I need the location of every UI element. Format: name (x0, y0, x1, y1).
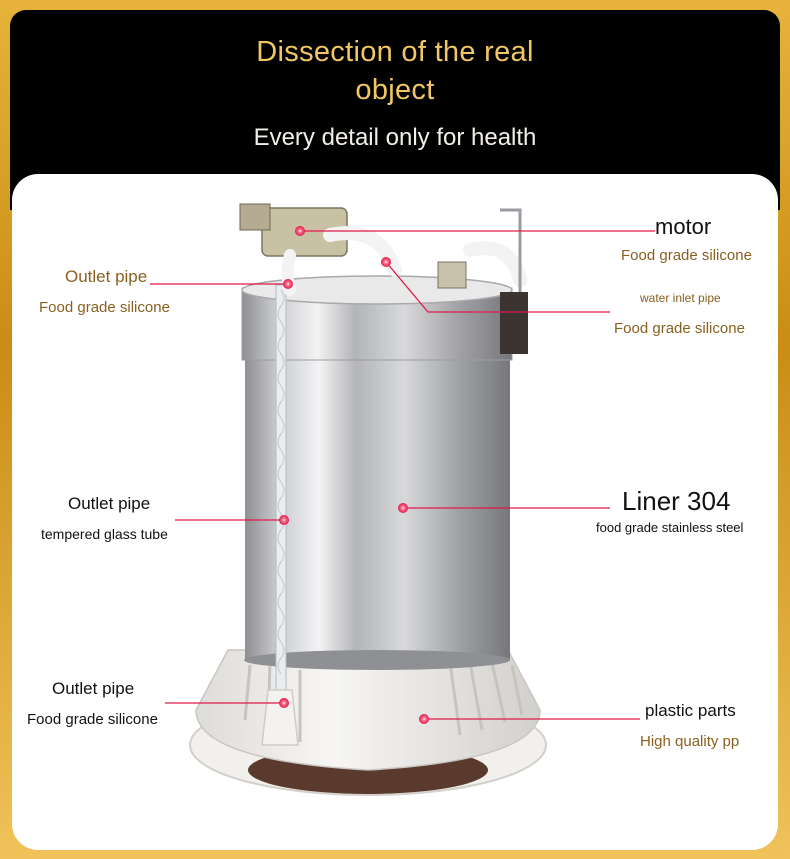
plastic-sublabel: High quality pp (640, 733, 740, 750)
pointer-dot-motor (295, 226, 305, 236)
outlet-top-label: Outlet pipe (65, 267, 148, 286)
silicone-hose-1 (323, 226, 402, 277)
plastic-label: plastic parts (645, 701, 736, 720)
water-inlet-label: water inlet pipe (640, 291, 721, 305)
water-inlet-sublabel: Food grade silicone (614, 320, 745, 337)
outlet-bottom-label: Outlet pipe (52, 679, 135, 698)
pointer-dot-glass-tube (279, 515, 289, 525)
glass-tube-pattern (277, 289, 285, 675)
outlet-spout (261, 689, 299, 746)
pointer-dot-water-inlet (381, 257, 391, 267)
outlet-mid-sublabel: tempered glass tube (41, 526, 168, 542)
small-box (437, 261, 467, 289)
leader-lines (150, 230, 655, 720)
liner-bottom (244, 650, 510, 670)
header-title-line1: Dissection of the real (256, 36, 534, 68)
liner-sublabel: food grade stainless steel (596, 520, 744, 535)
liner-label: Liner 304 (622, 486, 731, 516)
motor-sublabel: Food grade silicone (621, 247, 752, 264)
outlet-bottom-sublabel: Food grade silicone (27, 711, 158, 728)
header-title-line2: object (355, 74, 435, 106)
terminal-block (500, 292, 528, 354)
motor-label: motor (655, 214, 712, 239)
header-subtitle: Every detail only for health (253, 124, 537, 151)
silicone-hose-3 (463, 241, 527, 287)
side-bracket (500, 208, 522, 300)
pointer-dot-outlet-bottom (279, 698, 289, 708)
motor-bracket (239, 203, 271, 231)
outlet-top-sublabel: Food grade silicone (39, 299, 170, 316)
pointer-dot-outlet-top (283, 279, 293, 289)
pointer-dot-plastic (419, 714, 429, 724)
pointer-dot-liner (398, 503, 408, 513)
outlet-mid-label: Outlet pipe (68, 494, 151, 513)
